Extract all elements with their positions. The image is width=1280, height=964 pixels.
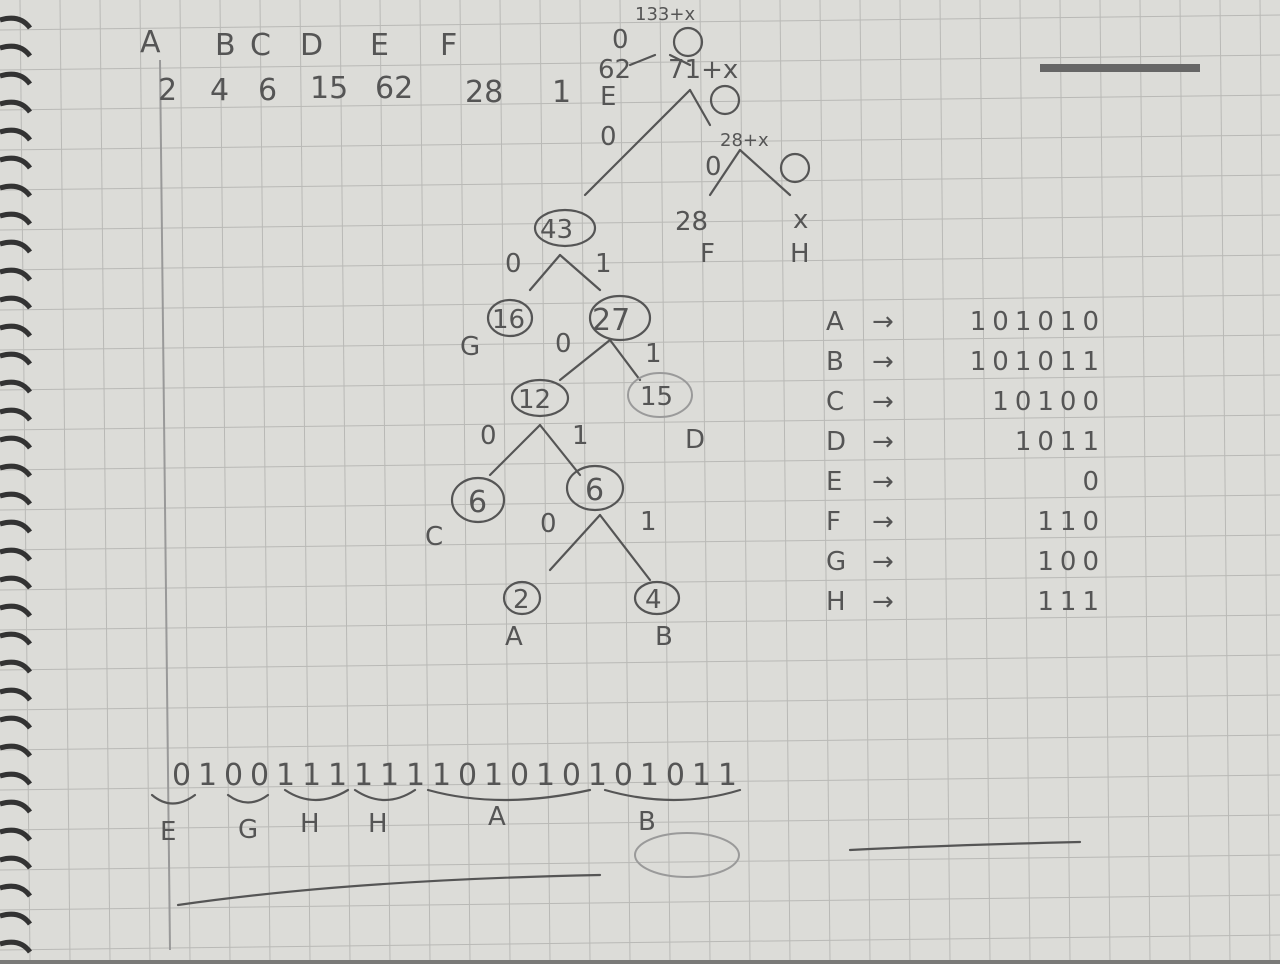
code-value: 101010 (970, 307, 1105, 337)
arrow-icon: → (872, 427, 894, 457)
tree-node-circles (450, 26, 811, 878)
code-letter: H (826, 587, 846, 617)
svg-text:0: 0 (600, 122, 617, 152)
arrow-icon: → (872, 547, 894, 577)
node-16: 16 (492, 305, 525, 335)
node-12: 12 (518, 385, 551, 415)
code-letter: A (826, 307, 844, 337)
freq-c: 6 (258, 73, 277, 108)
node-root: 133+x (635, 4, 695, 25)
group-h1: H (300, 809, 320, 839)
leaf-x: x (793, 205, 808, 235)
node-6a: 6 (468, 485, 487, 520)
svg-text:0: 0 (480, 421, 497, 451)
group-h2: H (368, 809, 388, 839)
svg-text:0: 0 (555, 329, 572, 359)
node-2: 2 (513, 585, 530, 615)
letter-b: B (215, 28, 236, 63)
arrow-icon: → (872, 587, 894, 617)
freq-f: 28 (465, 75, 503, 110)
code-value: 110 (1037, 507, 1105, 537)
code-letter: G (826, 547, 846, 577)
svg-text:0: 0 (505, 249, 522, 279)
spiral-binding (0, 15, 33, 954)
code-value: 101011 (970, 347, 1105, 377)
arrow-icon: → (872, 467, 894, 497)
letter-d: D (300, 28, 323, 63)
freq-b: 4 (210, 73, 229, 108)
group-g: G (238, 815, 258, 845)
svg-text:0: 0 (612, 25, 629, 55)
arrow-icon: → (872, 387, 894, 417)
letter-e: E (370, 28, 389, 63)
tree-edges (488, 53, 792, 582)
leaf-label-a: A (505, 622, 523, 652)
code-value: 1011 (1015, 427, 1105, 457)
code-letter: F (826, 507, 841, 537)
freq-g: 1 (552, 75, 571, 110)
code-letter: B (826, 347, 844, 377)
node-4: 4 (645, 585, 662, 615)
group-a: A (488, 802, 506, 832)
margin-line (159, 59, 171, 951)
svg-text:1: 1 (572, 421, 589, 451)
leaf-label-g: G (460, 332, 480, 362)
tree-edge-labels: 0 0 0 0 1 0 1 0 1 0 1 (480, 25, 722, 539)
group-b: B (638, 807, 656, 837)
arrow-icon: → (872, 347, 894, 377)
node-15: 15 (640, 382, 673, 412)
node-62: 62 (598, 55, 631, 85)
node-6b: 6 (585, 473, 604, 508)
svg-text:0: 0 (540, 509, 557, 539)
decode-section: 0100111111101010101011 E G H H A B (150, 758, 1082, 907)
code-value: 100 (1037, 547, 1105, 577)
group-e: E (160, 817, 176, 847)
code-letter: E (826, 467, 842, 497)
leaf-label-e: E (600, 82, 616, 112)
code-value: 0 (1082, 467, 1105, 497)
leaf-label-d: D (685, 425, 705, 455)
code-letter: C (826, 387, 844, 417)
node-43: 43 (540, 215, 573, 245)
node-28x: 28+x (720, 130, 769, 151)
header-letters: A B C D E F (140, 25, 457, 63)
pencil-object (1040, 64, 1200, 72)
freq-a: 2 (158, 73, 177, 108)
letter-f: F (440, 28, 457, 63)
decode-bits: 0100111111101010101011 (172, 758, 740, 793)
tree-node-labels: 133+x 62 71+x 28+x 43 16 27 12 15 6 6 2 … (425, 4, 810, 652)
code-value: 10100 (992, 387, 1105, 417)
code-value: 111 (1037, 587, 1105, 617)
freq-e: 62 (375, 71, 413, 106)
svg-text:1: 1 (645, 339, 662, 369)
leaf-label-h: H (790, 239, 810, 269)
svg-text:0: 0 (705, 152, 722, 182)
svg-text:1: 1 (595, 249, 612, 279)
leaf-label-c: C (425, 522, 443, 552)
letter-c: C (250, 28, 271, 63)
node-71x: 71+x (668, 55, 738, 85)
freq-d: 15 (310, 71, 348, 106)
node-27: 27 (592, 303, 630, 338)
letter-a: A (140, 25, 161, 60)
svg-text:1: 1 (640, 507, 657, 537)
leaf-label-b: B (655, 622, 673, 652)
header-frequencies: 2 4 6 15 62 28 1 (158, 71, 571, 110)
leaf-label-f: F (700, 239, 715, 269)
code-letter: D (826, 427, 846, 457)
leaf-28: 28 (675, 207, 708, 237)
arrow-icon: → (872, 307, 894, 337)
arrow-icon: → (872, 507, 894, 537)
